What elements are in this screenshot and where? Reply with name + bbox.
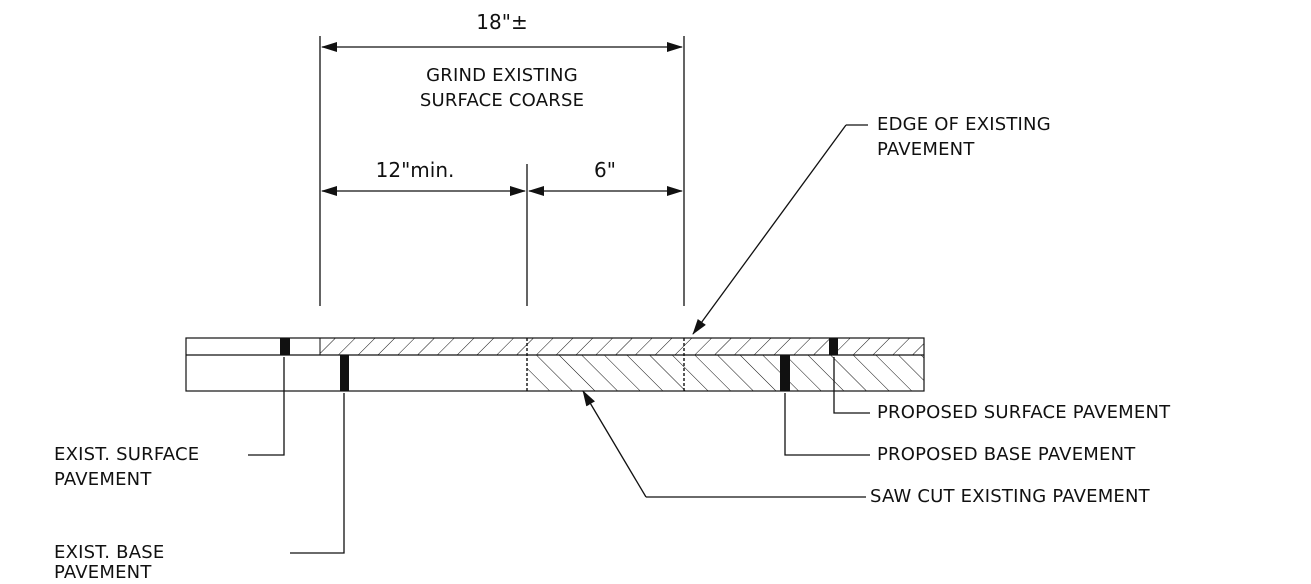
- leader-exist-surface: [248, 357, 285, 456]
- callout-proposed-base: PROPOSED BASE PAVEMENT: [877, 444, 1136, 465]
- callout-saw-cut: SAW CUT EXISTING PAVEMENT: [870, 486, 1150, 507]
- leader-proposed-base: [784, 393, 870, 456]
- callout-exist-base-line1: EXIST. BASE: [54, 542, 165, 563]
- leader-exist-base: [290, 393, 345, 554]
- callout-proposed-surface: PROPOSED SURFACE PAVEMENT: [877, 402, 1171, 423]
- callout-edge-existing-line2: PAVEMENT: [877, 139, 975, 160]
- dim-left-label: 12"min.: [375, 158, 455, 182]
- callout-edge-existing-line1: EDGE OF EXISTING: [877, 114, 1051, 135]
- dimensions: [319, 36, 685, 306]
- grind-note-line1: GRIND EXISTING: [426, 65, 578, 86]
- leader-edge-existing-diag: [692, 124, 847, 335]
- grind-note-line2: SURFACE COARSE: [419, 90, 585, 111]
- callout-exist-surface-line2: PAVEMENT: [54, 469, 152, 490]
- callout-exist-base-line2: PAVEMENT: [54, 562, 152, 583]
- exist-base-joint: [340, 355, 349, 391]
- callout-exist-surface-line1: EXIST. SURFACE: [54, 444, 200, 465]
- dim-right-label: 6": [594, 158, 616, 182]
- dim-overall-label: 18"±: [476, 10, 528, 34]
- proposed-surface-hatch: [320, 338, 924, 355]
- exist-surface-joint: [280, 338, 290, 355]
- pavement-outline: [185, 337, 925, 392]
- leader-proposed-surface: [833, 357, 870, 414]
- pavement-section: [185, 337, 925, 392]
- leader-saw-cut-diag: [582, 390, 647, 498]
- proposed-base-joint: [780, 355, 790, 391]
- proposed-surface-joint: [829, 338, 838, 355]
- leaders: [248, 124, 870, 554]
- proposed-base-hatch: [527, 355, 924, 391]
